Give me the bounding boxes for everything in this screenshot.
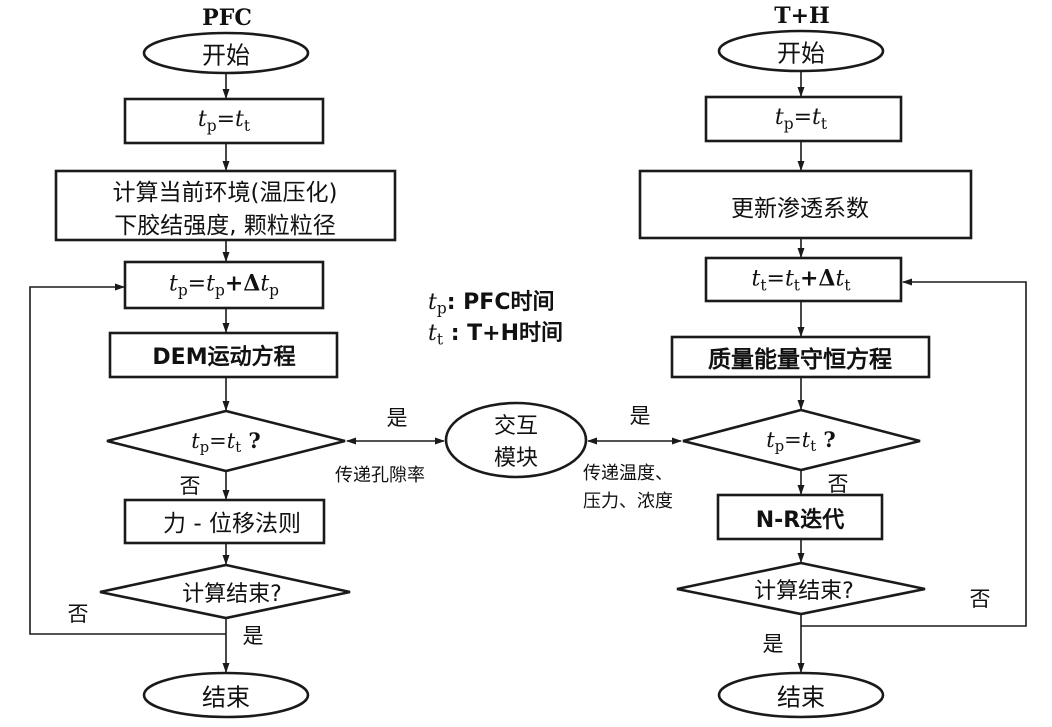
var-t: t: [197, 107, 207, 133]
sub-p: p: [206, 116, 217, 135]
sub-p: p: [199, 439, 210, 457]
var-t: t: [235, 107, 244, 133]
sub-t: t: [436, 330, 444, 349]
pfc-end-terminal: [142, 671, 310, 719]
th-update-label: 更新渗透系数: [731, 196, 869, 222]
th-nr-box: [716, 493, 884, 541]
var-t: t: [260, 271, 270, 297]
sub-p: p: [214, 281, 225, 300]
sub-t: t: [243, 116, 251, 135]
interaction-label-line2: 模块: [493, 446, 539, 471]
question-mark: ?: [241, 427, 261, 453]
equals: =: [784, 427, 802, 452]
th-nr-label: N-R迭代: [755, 508, 845, 533]
interaction-label-line1: 交互: [493, 414, 539, 439]
plus-delta: +Δ: [799, 265, 836, 292]
sub-p: p: [436, 299, 447, 318]
sub-p: p: [269, 281, 280, 300]
sub-t: t: [820, 114, 828, 133]
equals: =: [187, 271, 207, 297]
pfc-compute-line1: 计算当前环境(温压化): [112, 180, 338, 206]
pfc-dem-label: DEM运动方程: [152, 345, 296, 370]
var-t: t: [801, 427, 811, 452]
sub-t: t: [810, 438, 817, 456]
th-end-check-label: 计算结束?: [754, 579, 854, 604]
th-conservation-label: 质量能量守恒方程: [708, 347, 892, 373]
th-start-label: 开始: [777, 39, 825, 68]
pfc-dem-box: [108, 331, 339, 379]
equals: =: [209, 428, 227, 453]
pfc-transfer-label: 传递孔隙率: [335, 465, 425, 486]
sub-t: t: [235, 439, 242, 457]
pfc-end-yes-label: 是: [242, 624, 264, 648]
var-t: t: [774, 105, 784, 131]
var-t: t: [835, 266, 845, 292]
sub-p: p: [774, 438, 785, 456]
pfc-title: PFC: [202, 5, 252, 31]
th-end-terminal: [717, 671, 885, 719]
var-t: t: [766, 427, 775, 452]
pfc-force-box: [123, 498, 326, 545]
var-t: t: [784, 266, 794, 292]
interaction-module: [444, 401, 588, 479]
th-check-no-label: 否: [827, 472, 849, 496]
pfc-force-label: 力 - 位移法则: [163, 511, 301, 537]
pfc-init-label: tp=tt: [198, 107, 250, 135]
sub-p: p: [783, 114, 794, 133]
th-update-box: [638, 169, 973, 240]
sub-t: t: [793, 276, 800, 295]
var-t: t: [751, 266, 761, 292]
sub-t: t: [760, 276, 767, 295]
equals: =: [216, 107, 236, 133]
th-step-label: tt=tt+Δtt: [751, 266, 850, 295]
equals: =: [793, 105, 813, 131]
pfc-end-label: 结束: [202, 683, 250, 712]
var-t: t: [168, 271, 178, 297]
pfc-yes-label: 是: [386, 406, 408, 430]
th-init-box: [704, 95, 903, 143]
var-t: t: [206, 271, 215, 297]
var-t: t: [812, 105, 821, 131]
equals: =: [766, 266, 785, 292]
legend-tt-desc: : T+H时间: [443, 321, 564, 346]
pfc-compute-line2: 下胶结强度, 颗粒粒径: [114, 213, 336, 239]
th-conservation-box: [670, 335, 931, 379]
th-init-label: tp=tt: [775, 105, 827, 133]
th-end-label: 结束: [777, 683, 825, 712]
th-transfer-line2: 压力、浓度: [583, 491, 673, 512]
pfc-end-no-label: 否: [67, 602, 89, 626]
var-t: t: [428, 290, 437, 315]
th-transfer-line1: 传递温度、: [583, 463, 673, 484]
var-t: t: [191, 428, 200, 453]
pfc-loop-back-line: [29, 283, 226, 635]
th-loop-back-line: [801, 278, 1027, 627]
legend-tt: tt : T+H时间: [428, 315, 563, 349]
pfc-start-label: 开始: [202, 41, 250, 70]
var-t: t: [428, 321, 437, 346]
th-end-yes-label: 是: [762, 632, 784, 656]
pfc-check-label: tp=tt ?: [191, 428, 260, 456]
th-end-no-label: 否: [969, 587, 991, 611]
pfc-check-no-label: 否: [179, 474, 201, 498]
sub-t: t: [844, 276, 851, 295]
pfc-end-check-label: 计算结束?: [182, 582, 282, 607]
legend-tp: tp: PFC时间: [428, 284, 554, 318]
pfc-step-box: [123, 260, 325, 310]
th-yes-label: 是: [629, 404, 651, 428]
th-step-box: [704, 256, 903, 303]
pfc-init-box: [123, 97, 325, 145]
pfc-step-label: tp=tp+Δtp: [169, 271, 279, 300]
sub-p: p: [177, 281, 188, 300]
var-t: t: [226, 428, 236, 453]
legend-tp-desc: : PFC时间: [446, 290, 555, 315]
th-check-label: tp=tt ?: [766, 427, 835, 455]
plus-delta: +Δ: [224, 270, 261, 297]
question-mark: ?: [816, 426, 836, 452]
th-title: T+H: [774, 3, 830, 29]
